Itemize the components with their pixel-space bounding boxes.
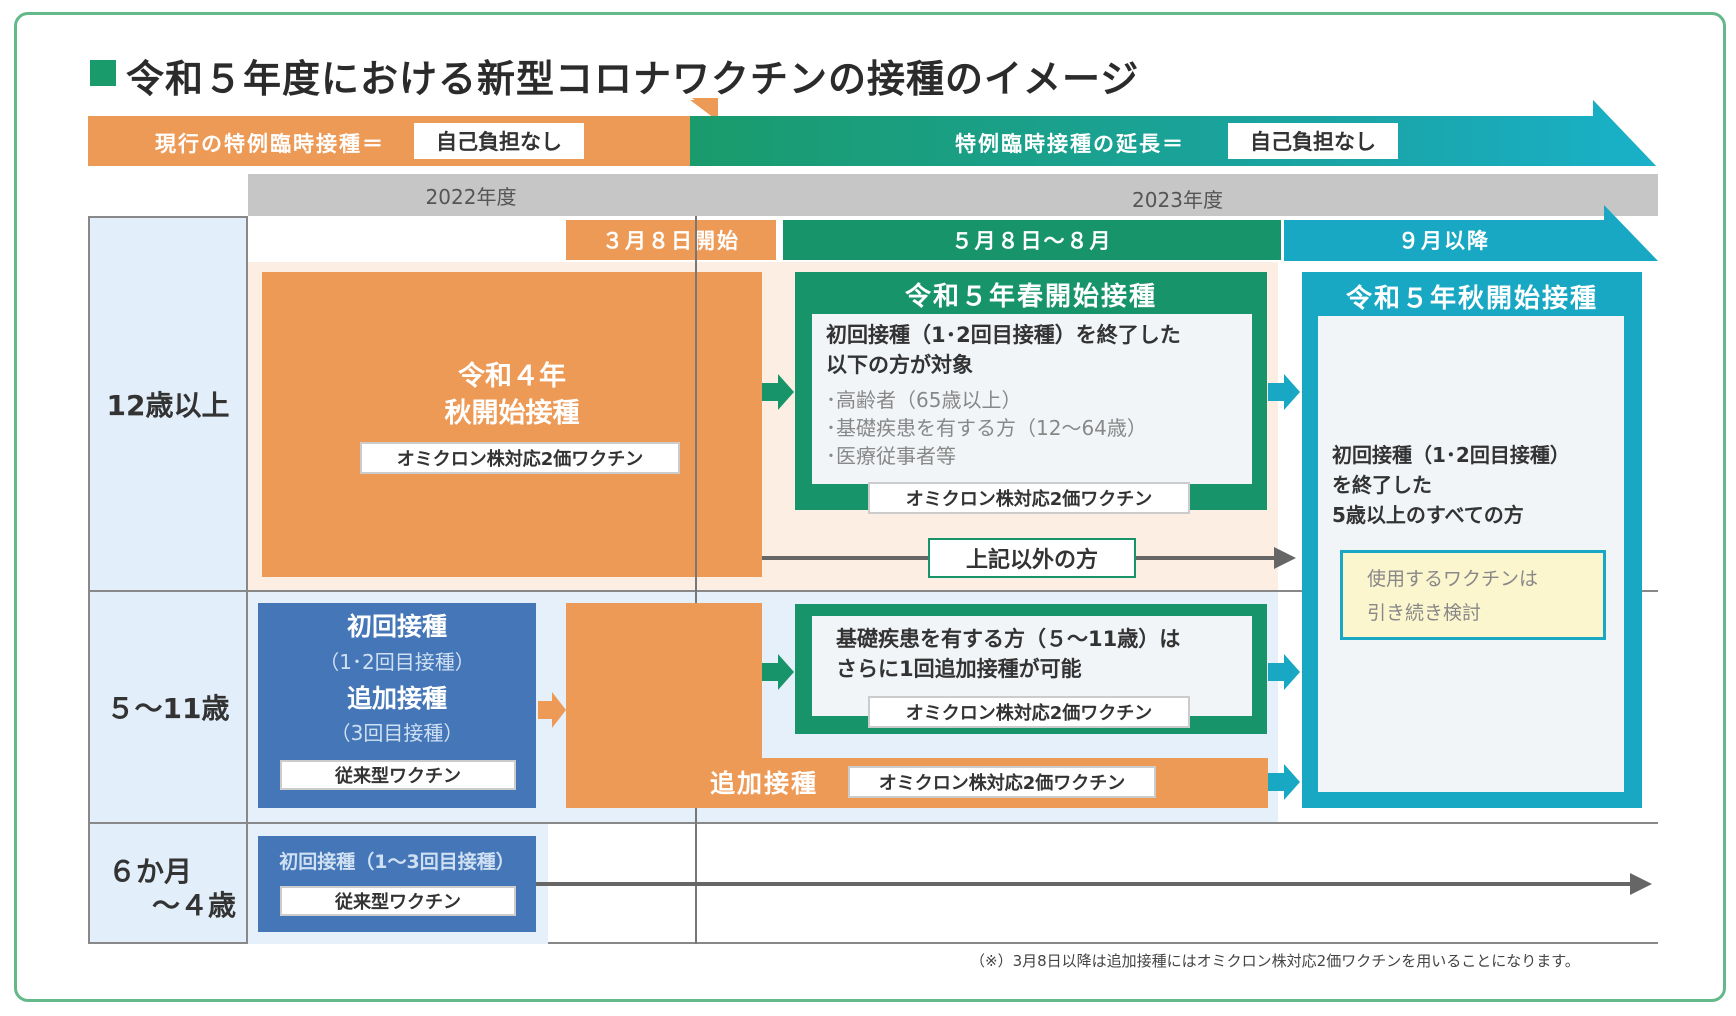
infant-vaccine-chip: 従来型ワクチン (280, 886, 516, 916)
spring-bullet-condition: ･基礎疾患を有する方（12～64歳） (826, 416, 1147, 440)
period-march: ３月８日開始 (566, 220, 776, 260)
spring-bullet-elderly: ･高齢者（65歳以上） (826, 388, 1022, 412)
infant-vaccination-block (258, 836, 536, 932)
current-banner-label: 現行の特例臨時接種＝ (155, 132, 385, 156)
autumn-line3: 5歳以上のすべての方 (1332, 503, 1524, 527)
spring-content: 初回接種（1･2回目接種）を終了した 以下の方が対象 ･高齢者（65歳以上） ･… (812, 314, 1252, 484)
spring-title: 令和５年春開始接種 (904, 281, 1157, 312)
infant-primary-label: 初回接種（1～3回目接種） (279, 850, 515, 873)
arrow-right-icon (762, 374, 794, 410)
child-booster-bar-label: 追加接種 (710, 769, 819, 798)
spring-line2: 以下の方が対象 (826, 353, 973, 377)
arrow-right-icon (1268, 374, 1300, 410)
child-primary-dose: （1･2回目接種） (319, 649, 475, 674)
r4-autumn-vaccine-chip: オミクロン株対応2価ワクチン (360, 442, 680, 474)
spring-line1: 初回接種（1･2回目接種）を終了した (826, 323, 1181, 347)
autumn-line1: 初回接種（1･2回目接種） (1332, 443, 1570, 467)
spring-bullet-medical: ･医療従事者等 (826, 444, 956, 468)
autumn-title: 令和５年秋開始接種 (1345, 283, 1598, 314)
current-cost-box: 自己負担なし (414, 123, 584, 159)
row-divider-1 (248, 590, 1658, 592)
child-primary-label: 初回接種 (346, 612, 447, 641)
arrow-right-icon (1630, 873, 1652, 895)
child-booster-label: 追加接種 (346, 684, 447, 713)
year-2023: 2023年度 (1132, 187, 1223, 212)
period-sept-arrow (1284, 205, 1658, 261)
footnote: （※）3月8日以降は追加接種にはオミクロン株対応2価ワクチンを用いることになりま… (970, 952, 1580, 970)
child-booster-vaccine-chip: オミクロン株対応2価ワクチン (848, 766, 1156, 798)
arrow-right-icon (1268, 654, 1300, 690)
row-header-12plus: 12歳以上 (88, 216, 248, 592)
child-spring-vaccine-chip: オミクロン株対応2価ワクチン (868, 696, 1190, 728)
infant-timeline-line (536, 882, 1636, 886)
page-title: 令和５年度における新型コロナワクチンの接種のイメージ (126, 57, 1140, 101)
r4-autumn-line1: 令和４年 (458, 360, 566, 392)
child-spring-line2: さらに1回追加接種が可能 (836, 657, 1082, 681)
outer-frame (14, 12, 1726, 1002)
arrow-right-icon (762, 654, 794, 690)
autumn-content: 初回接種（1･2回目接種） を終了した 5歳以上のすべての方 使用するワクチンは… (1318, 316, 1624, 792)
extension-gradient (690, 100, 1656, 166)
row-header-6mto4: ６か月 ～４歳 (88, 822, 248, 944)
arrow-right-icon (1274, 547, 1296, 569)
autumn-note-line2: 引き続き検討 (1367, 602, 1482, 624)
row-divider-2 (248, 822, 1658, 824)
autumn-note-line1: 使用するワクチンは (1367, 568, 1539, 590)
r4-autumn-line2: 秋開始接種 (444, 397, 580, 429)
title-square-icon (90, 60, 116, 86)
autumn-note: 使用するワクチンは 引き続き検討 (1340, 550, 1606, 640)
period-sept: ９月以降 (1398, 229, 1490, 253)
year-bar (248, 174, 1658, 216)
period-may-aug: ５月８日～８月 (783, 220, 1281, 260)
arrow-right-icon (1268, 764, 1300, 800)
child-spring-line1: 基礎疾患を有する方（５～11歳）は (836, 627, 1181, 651)
child-vaccine-chip: 従来型ワクチン (280, 760, 516, 790)
others-label: 上記以外の方 (928, 538, 1136, 578)
extension-cost-box: 自己負担なし (1228, 123, 1398, 159)
autumn-line2: を終了した (1332, 473, 1432, 497)
arrow-right-icon (538, 692, 566, 728)
extension-banner-label: 特例臨時接種の延長＝ (955, 132, 1185, 156)
row-header-5to11: ５～11歳 (88, 590, 248, 824)
fiscal-year-divider (695, 216, 697, 944)
r4-autumn-block (262, 272, 762, 577)
child-booster-dose: （3回目接種） (330, 720, 464, 745)
spring-vaccine-chip: オミクロン株対応2価ワクチン (868, 482, 1190, 514)
year-2022: 2022年度 (425, 184, 517, 209)
